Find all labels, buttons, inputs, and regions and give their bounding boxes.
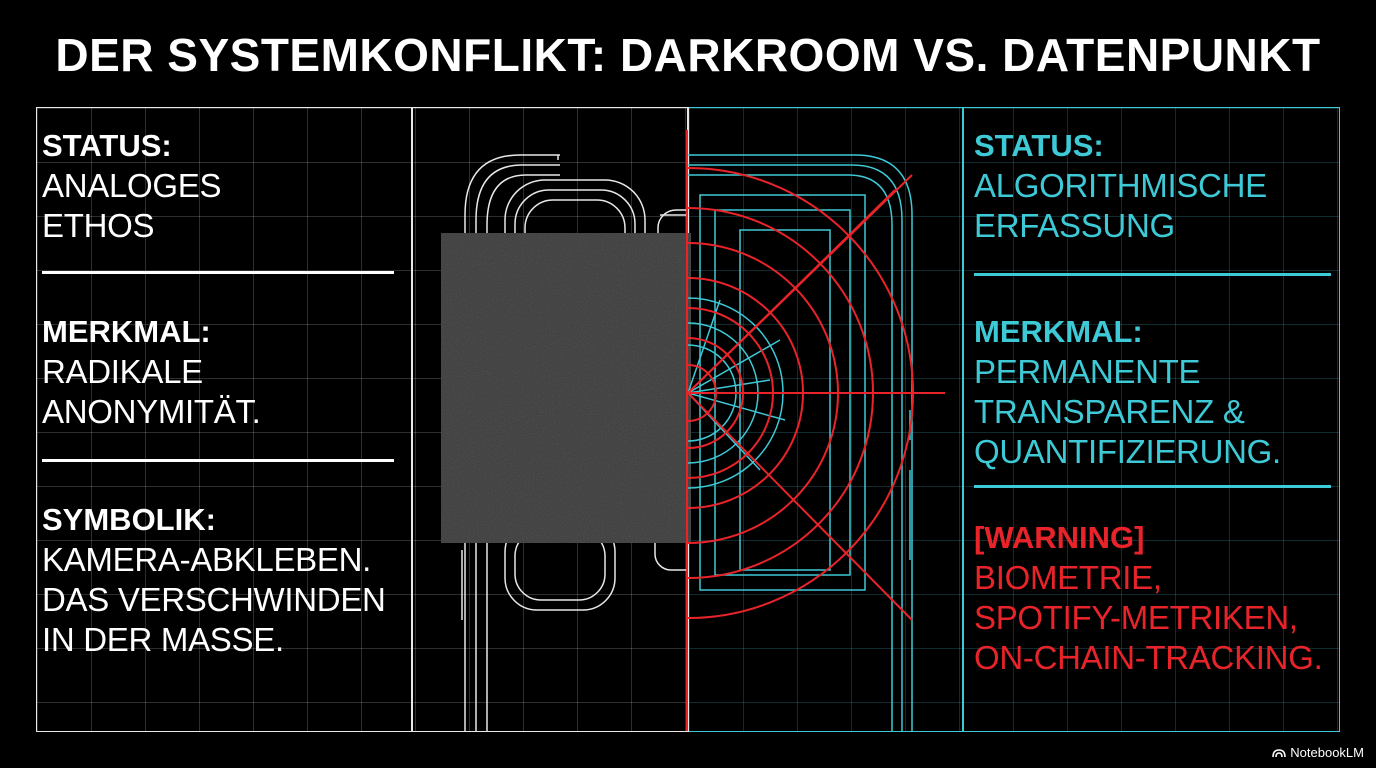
digital-merkmal-value: QUANTIFIZIERUNG. — [974, 433, 1281, 470]
analog-merkmal-value: ANONYMITÄT. — [42, 393, 261, 430]
digital-rule — [974, 273, 1331, 276]
brand-label: NotebookLM — [1290, 745, 1364, 760]
tracking-overlay — [688, 167, 945, 621]
notebooklm-brand: NotebookLM — [1272, 745, 1364, 760]
analog-rule — [42, 459, 394, 462]
digital-status-block: STATUS: ALGORITHMISCHE ERFASSUNG — [974, 126, 1334, 246]
left-column-divider — [411, 107, 413, 732]
analog-symbolik-label: SYMBOLIK: — [42, 502, 216, 537]
right-column-divider — [962, 107, 964, 732]
analog-merkmal-block: MERKMAL: RADIKALE ANONYMITÄT. — [42, 312, 402, 432]
warning-value: SPOTIFY-METRIKEN, — [974, 599, 1298, 636]
analog-symbolik-block: SYMBOLIK: KAMERA-ABKLEBEN. DAS VERSCHWIN… — [42, 500, 402, 660]
analog-status-label: STATUS: — [42, 128, 172, 163]
analog-status-value: ETHOS — [42, 207, 155, 244]
page-title: DER SYSTEMKONFLIKT: DARKROOM VS. DATENPU… — [55, 29, 1321, 81]
digital-status-label: STATUS: — [974, 128, 1104, 163]
analog-status-value: ANALOGES — [42, 167, 222, 204]
digital-rule — [974, 485, 1331, 488]
digital-status-value: ERFASSUNG — [974, 207, 1175, 244]
digital-merkmal-block: MERKMAL: PERMANENTE TRANSPARENZ & QUANTI… — [974, 312, 1334, 472]
analog-rule — [42, 271, 394, 274]
analog-status-block: STATUS: ANALOGES ETHOS — [42, 126, 402, 246]
analog-symbolik-value: KAMERA-ABKLEBEN. — [42, 541, 371, 578]
analog-merkmal-value: RADIKALE — [42, 353, 203, 390]
digital-panel — [688, 107, 1340, 732]
analog-symbolik-value: DAS VERSCHWINDEN — [42, 581, 386, 618]
camera-tape-texture — [441, 233, 691, 543]
warning-block: [WARNING] BIOMETRIE, SPOTIFY-METRIKEN, O… — [974, 518, 1334, 678]
warning-label: [WARNING] — [974, 520, 1145, 555]
notebooklm-logo-icon — [1272, 748, 1287, 757]
digital-merkmal-label: MERKMAL: — [974, 314, 1143, 349]
analog-symbolik-value: IN DER MASSE. — [42, 621, 284, 658]
analog-merkmal-label: MERKMAL: — [42, 314, 211, 349]
warning-value: ON-CHAIN-TRACKING. — [974, 639, 1323, 676]
digital-status-value: ALGORITHMISCHE — [974, 167, 1267, 204]
digital-merkmal-value: TRANSPARENZ & — [974, 393, 1245, 430]
warning-value: BIOMETRIE, — [974, 559, 1162, 596]
digital-grid — [689, 108, 1339, 731]
digital-merkmal-value: PERMANENTE — [974, 353, 1201, 390]
